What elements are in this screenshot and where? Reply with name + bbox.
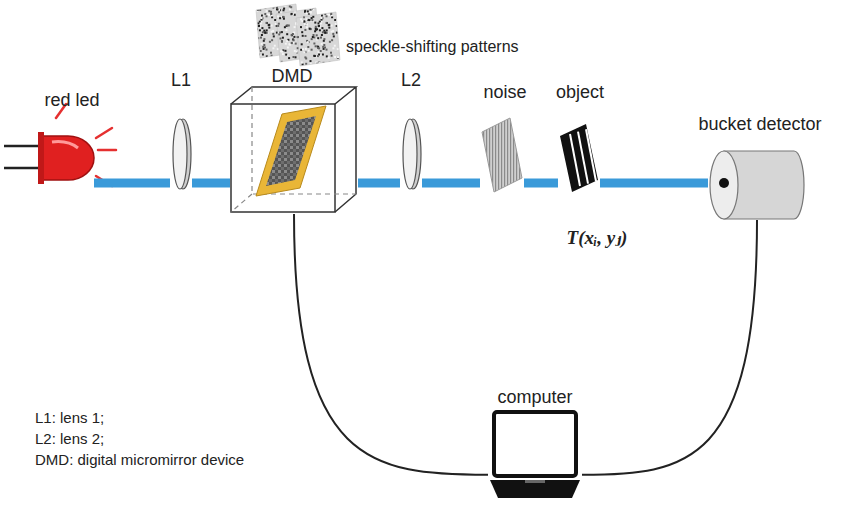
lens-outline xyxy=(170,118,192,190)
light-beam xyxy=(524,179,558,188)
component-label: DMD xyxy=(272,66,313,87)
computer: computer xyxy=(488,410,582,500)
led-body xyxy=(40,136,94,180)
cube-edges xyxy=(231,87,356,212)
lens-face xyxy=(403,119,417,189)
light-beam xyxy=(192,179,230,188)
mirror-frame xyxy=(256,106,326,196)
component-label: red led xyxy=(44,90,99,111)
cable xyxy=(582,220,757,475)
led-leads xyxy=(4,146,40,168)
component-label: computer xyxy=(497,387,572,408)
lens-outline xyxy=(400,118,422,190)
key-note: L1: lens 1; xyxy=(35,409,104,427)
bucket-detector-outline xyxy=(708,150,806,220)
lens: L2 xyxy=(400,118,422,190)
object-slit-line xyxy=(578,132,588,184)
computer-outline xyxy=(488,410,582,500)
led-highlight xyxy=(52,142,78,148)
drawing-part xyxy=(98,149,116,152)
component-label: noise xyxy=(483,82,526,103)
component-label: L2 xyxy=(401,70,421,91)
noise-plate xyxy=(482,118,522,192)
cable xyxy=(294,214,488,475)
function-label: T(xᵢ, yⱼ) xyxy=(567,227,628,249)
drawing-part xyxy=(4,167,40,170)
component-label: object xyxy=(556,82,604,103)
noise-plate: noise xyxy=(480,118,524,192)
pattern-label: speckle-shifting patterns xyxy=(346,37,519,56)
noise-plate-outline xyxy=(480,118,524,192)
lens: L1 xyxy=(170,118,192,190)
key-note: DMD: digital micromirror device xyxy=(35,451,244,469)
led: red led xyxy=(38,128,94,184)
drawing-part xyxy=(296,12,340,66)
key-note: L2: lens 2; xyxy=(35,430,104,448)
object-slit-outline xyxy=(558,124,600,192)
light-beam xyxy=(600,179,708,188)
bucket-detector: bucket detector xyxy=(708,150,806,220)
laptop-screen xyxy=(494,412,576,476)
light-beam xyxy=(422,179,480,188)
light-beam xyxy=(94,179,170,188)
laptop-base xyxy=(490,480,580,498)
detector-aperture xyxy=(719,178,729,188)
laptop-notch xyxy=(525,480,545,483)
dmd-cube: DMD xyxy=(230,86,358,214)
speckle-patterns xyxy=(256,4,340,66)
detector-face xyxy=(710,151,738,219)
dmd-cube-outline xyxy=(230,86,358,214)
object-slit-line xyxy=(570,134,580,186)
drawing-part xyxy=(4,145,40,148)
component-label: L1 xyxy=(171,70,191,91)
light-beam xyxy=(358,179,400,188)
object-slit-line xyxy=(586,129,596,181)
drawing-part xyxy=(96,128,112,138)
cube-front xyxy=(231,104,335,212)
cube-hidden xyxy=(231,87,356,212)
object-plate xyxy=(560,124,598,192)
component-label: bucket detector xyxy=(698,114,821,135)
mirror-array xyxy=(266,116,316,186)
lens-face xyxy=(173,119,187,189)
led-rim xyxy=(38,132,44,184)
led-outline xyxy=(38,128,94,184)
object-slit: objectT(xᵢ, yⱼ) xyxy=(558,124,600,192)
